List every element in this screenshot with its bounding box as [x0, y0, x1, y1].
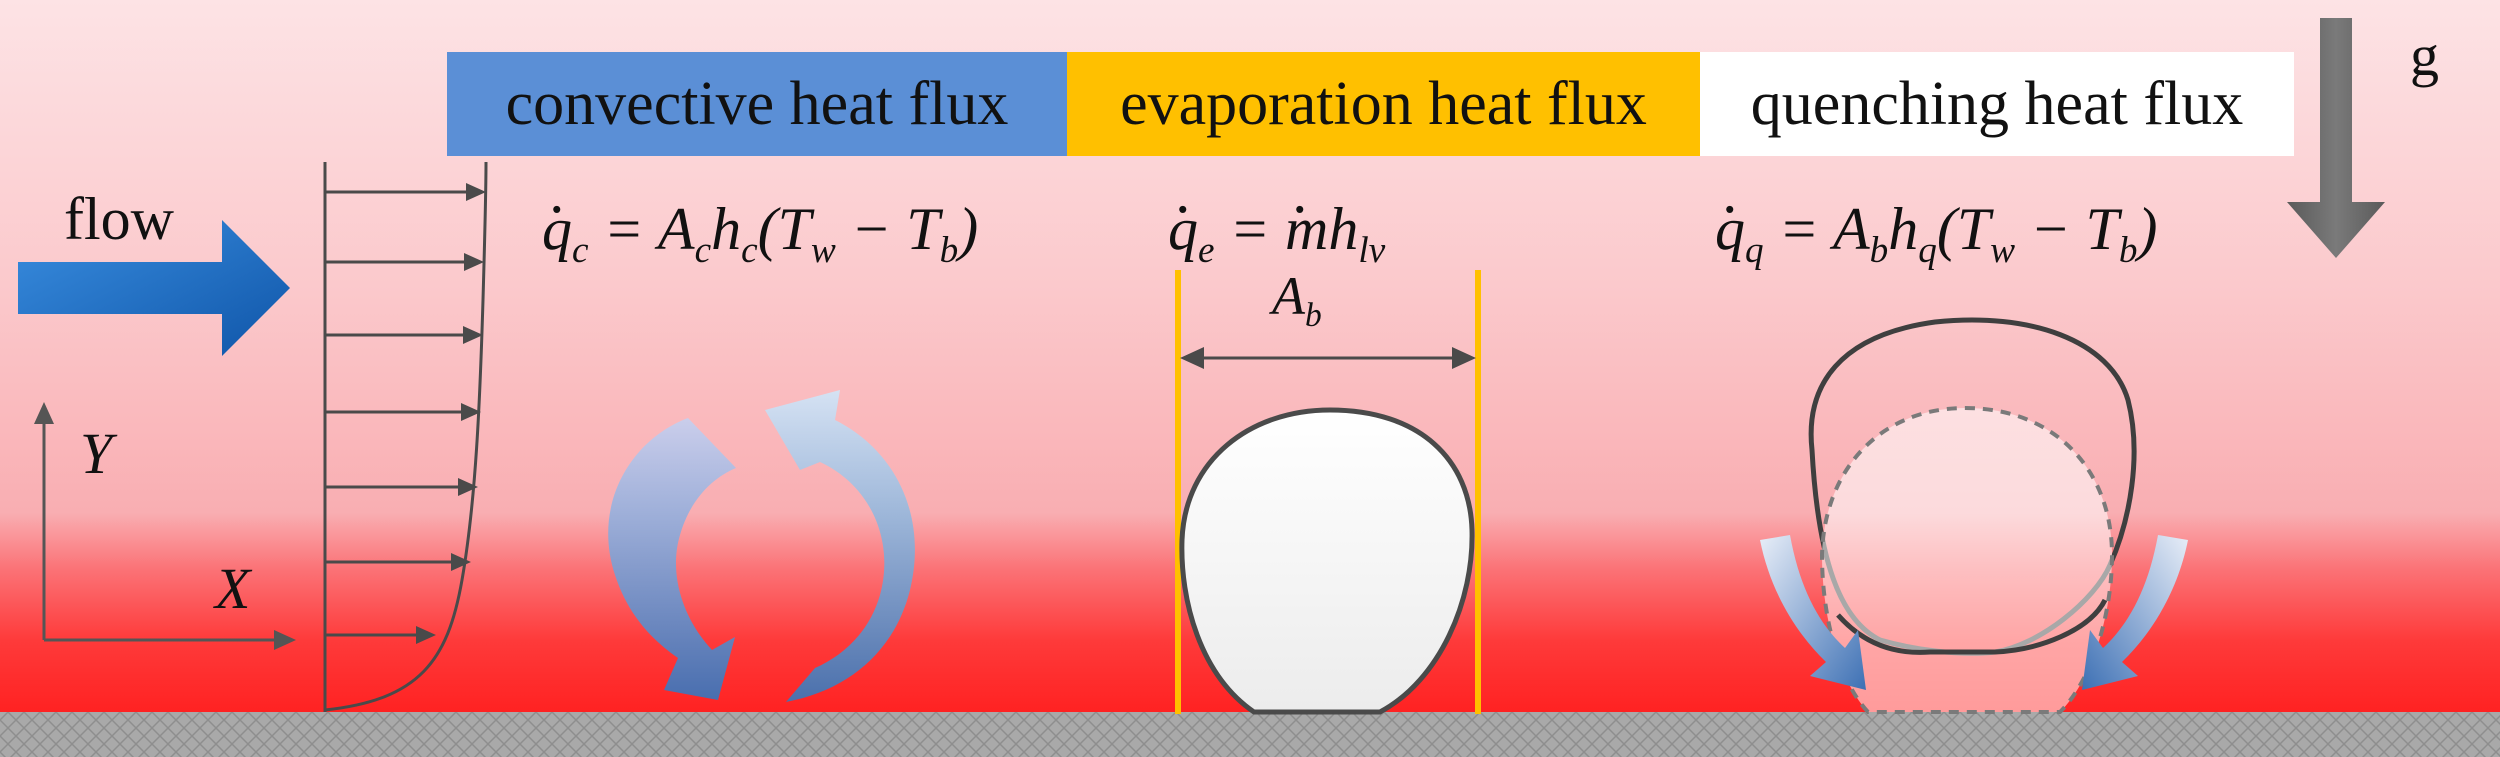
convective-heat-flux-equation: qc = Achc(Tw − Tb) [542, 158, 978, 272]
velocity-vector-head [451, 553, 471, 571]
bubble-width-dimension [1180, 347, 1476, 369]
velocity-vectors [325, 183, 486, 644]
quenching-bubble [1760, 317, 2188, 714]
flow-label: flow [64, 186, 174, 252]
coordinate-axes [34, 402, 296, 650]
velocity-vector-head [466, 183, 486, 201]
circulation-left-arrow [608, 418, 736, 700]
circulation-arrows-icon [608, 390, 915, 702]
velocity-vector-head [458, 478, 478, 496]
bubble-area-label: Ab [1272, 266, 1322, 334]
evaporation-heat-flux-equation: qe = mhlv [1168, 158, 1385, 272]
velocity-vector-head [416, 626, 436, 644]
legend-evaporation-heat-flux: evaporation heat flux [1067, 52, 1700, 156]
velocity-profile [323, 161, 488, 712]
quench-inflow-left-arrow [1760, 535, 1866, 690]
quenching-heat-flux-equation: qq = Abhq(Tw − Tb) [1715, 158, 2157, 272]
quench-cavity [1819, 405, 2115, 714]
gravity-arrow-icon [2287, 18, 2385, 258]
velocity-vector-head [464, 253, 484, 271]
circulation-right-arrow [765, 390, 915, 702]
heated-wall [0, 712, 2500, 757]
flow-arrow-icon [18, 220, 290, 356]
axis-y-label: Y [80, 421, 113, 486]
gravity-label: g [2410, 23, 2439, 88]
legend-quenching-heat-flux: quenching heat flux [1700, 52, 2294, 156]
vapor-bubble [1179, 407, 1475, 715]
evaporation-bubble [1175, 270, 1481, 715]
velocity-vector-head [461, 403, 481, 421]
velocity-vector-head [463, 326, 483, 344]
axis-x-label: X [215, 556, 251, 621]
quench-inflow-right-arrow [2082, 535, 2188, 690]
legend-convective-heat-flux: convective heat flux [447, 52, 1067, 156]
